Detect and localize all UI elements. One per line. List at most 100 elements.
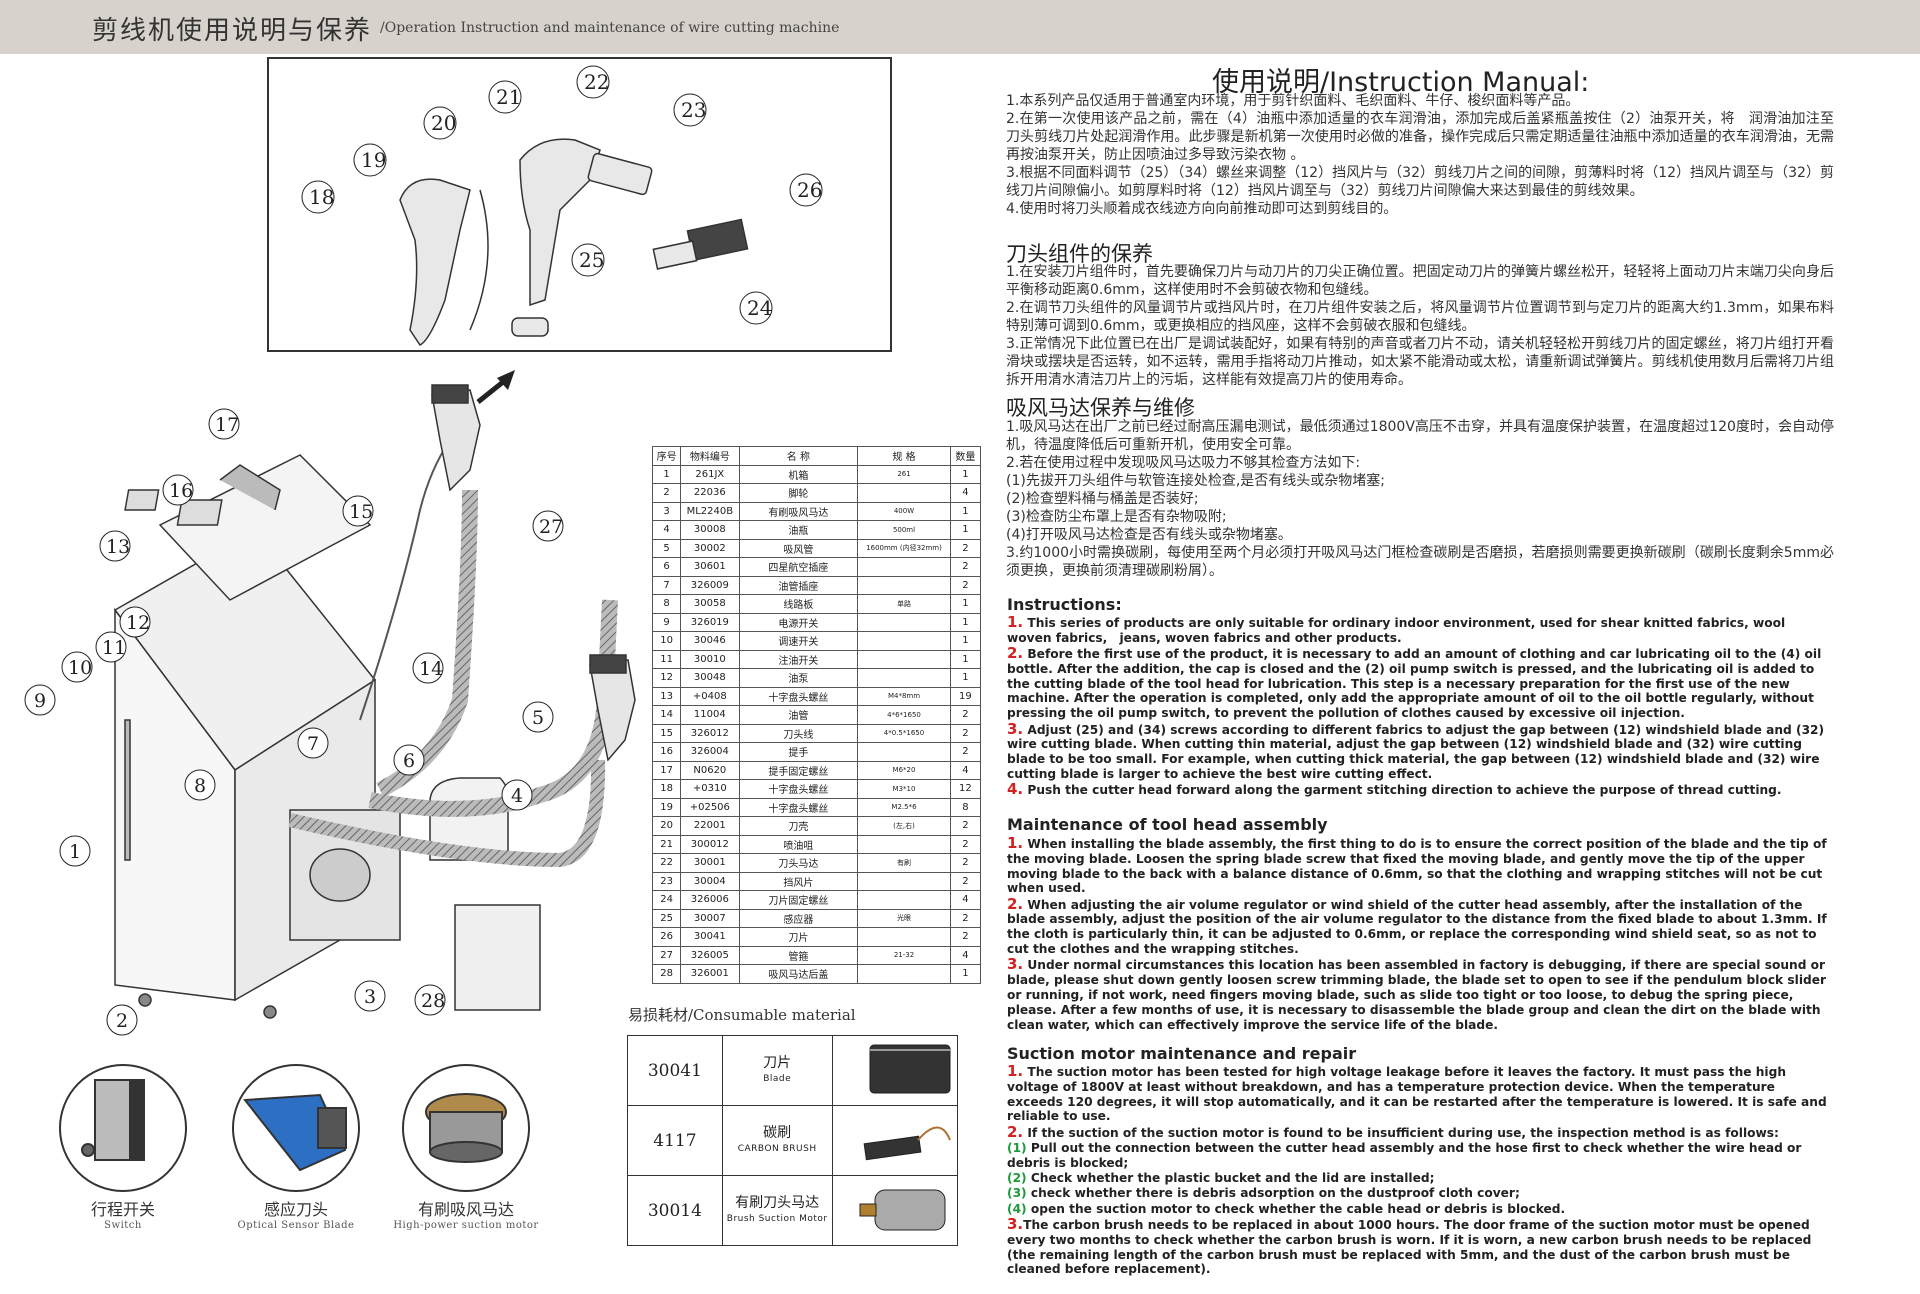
rear-cover	[454, 904, 541, 1011]
parts-header-spec: 规 格	[857, 446, 951, 466]
svg-text:5: 5	[532, 707, 544, 729]
svg-text:7: 7	[307, 733, 319, 755]
parts-cell-name: 刀片	[738, 927, 859, 947]
parts-cell-code: 30007	[680, 908, 740, 928]
parts-cell-name: 吸风马达后盖	[738, 964, 859, 984]
parts-cell-code: +0310	[680, 779, 740, 799]
parts-cell-code: 30041	[680, 927, 740, 947]
callout-1: 1	[59, 835, 91, 867]
svg-text:14: 14	[419, 658, 443, 680]
hose-left	[376, 489, 478, 798]
parts-cell-spec	[857, 964, 951, 984]
parts-cell-name: 管箍	[738, 945, 859, 965]
parts-cell-spec: 4*6*1650	[857, 705, 951, 725]
parts-cell-name: 十字盘头螺丝	[738, 686, 859, 706]
en-motor-3: 3.The carbon brush needs to be replaced …	[1007, 1214, 1812, 1277]
svg-text:4: 4	[511, 785, 523, 807]
parts-cell-no: 23	[651, 871, 682, 891]
parts-cell-spec: 4*0.5*1650	[857, 723, 951, 743]
parts-table-header: 序号 物料编号 名 称 规 格 数量	[651, 446, 982, 466]
parts-cell-qty: 2	[949, 927, 982, 947]
parts-cell-spec	[857, 927, 951, 947]
header-bar: 剪线机使用说明与保养 /Operation Instruction and ma…	[0, 0, 1920, 54]
parts-cell-no: 21	[651, 834, 682, 854]
parts-cell-name: 有刷吸风马达	[738, 501, 859, 521]
parts-cell-spec: M3*10	[857, 779, 951, 799]
svg-text:8: 8	[194, 775, 206, 797]
hose-bottom	[288, 759, 606, 868]
cn-usage-4: 4.使用时将刀头顺着成衣线迹方向向前推动即可达到剪线目的。	[1006, 201, 1398, 217]
parts-cell-qty: 4	[949, 945, 982, 965]
cutter-head-1	[431, 384, 481, 492]
svg-text:13: 13	[106, 536, 130, 558]
parts-cell-code: N0620	[680, 760, 740, 780]
parts-cell-name: 喷油咀	[738, 834, 859, 854]
parts-cell-code: 326009	[680, 575, 740, 595]
parts-cell-qty: 1	[949, 594, 982, 614]
parts-cell-no: 5	[651, 538, 682, 558]
parts-cell-spec: 单路	[857, 594, 951, 614]
en-blade-section: 1. When installing the blade assembly, t…	[1007, 836, 1832, 1033]
cn-blade-section: 1.在安装刀片组件时，首先要确保刀片与动刀片的刀尖正确位置。把固定动刀片的弹簧片…	[1006, 263, 1834, 389]
parts-cell-name: 油瓶	[738, 520, 859, 540]
en-instr-2: 2. Before the first use of the product, …	[1007, 644, 1822, 721]
svg-text:28: 28	[421, 990, 445, 1012]
parts-cell-spec	[857, 631, 951, 651]
parts-cell-spec	[857, 871, 951, 891]
parts-cell-name: 感应器	[738, 908, 859, 928]
svg-text:15: 15	[349, 501, 373, 523]
consumable-image-cell	[831, 1035, 959, 1106]
parts-cell-qty: 2	[949, 834, 982, 854]
cn-usage-1: 1.本系列产品仅适用于普通室内环境，用于剪针织面料、毛织面料、牛仔、梭织面料等产…	[1006, 93, 1580, 109]
cn-blade-1: 1.在安装刀片组件时，首先要确保刀片与动刀片的刀尖正确位置。把固定动刀片的弹簧片…	[1006, 264, 1834, 298]
consumable-code: 30041	[627, 1035, 723, 1106]
parts-cell-name: 刀壳	[738, 816, 859, 836]
callout-20: 20	[423, 106, 457, 140]
callout-24: 24	[739, 291, 773, 325]
en-instr-4: 4. Push the cutter head forward along th…	[1007, 780, 1782, 799]
callout-11: 11	[95, 631, 127, 663]
machine-diagram: 18 19 20 21 22 23 26 25 24	[24, 65, 951, 1231]
component-label-sensor-blade: 感应刀头 Optical Sensor Blade	[237, 1200, 355, 1231]
component-suction-motor	[402, 1064, 530, 1192]
parts-cell-name: 油管插座	[738, 575, 859, 595]
parts-header-code: 物料编号	[680, 446, 740, 466]
parts-cell-qty: 2	[949, 908, 982, 928]
cn-motor-7: 3.约1000小时需换碳刷，每使用至两个月必须打开吸风马达门框检查碳刷是否磨损，…	[1006, 545, 1834, 579]
en-motor-1: 1. The suction motor has been tested for…	[1007, 1062, 1827, 1124]
cn-motor-3: (1)先拔开刀头组件与软管连接处检查,是否有线头或杂物堵塞;	[1006, 473, 1385, 489]
svg-text:21: 21	[496, 85, 521, 109]
parts-cell-spec: 261	[857, 464, 951, 484]
parts-cell-no: 4	[651, 520, 682, 540]
parts-cell-name: 提手	[738, 742, 859, 762]
parts-cell-no: 27	[651, 945, 682, 965]
en-instr-title: Instructions:	[1007, 595, 1122, 614]
parts-cell-no: 26	[651, 927, 682, 947]
parts-cell-code: 326019	[680, 612, 740, 632]
parts-cell-code: +0408	[680, 686, 740, 706]
parts-cell-qty: 2	[949, 575, 982, 595]
en-motor-2: 2. If the suction of the suction motor i…	[1007, 1122, 1779, 1141]
parts-cell-qty: 8	[949, 797, 982, 817]
parts-cell-name: 十字盘头螺丝	[738, 797, 859, 817]
cn-blade-2: 2.在调节刀头组件的风量调节片或挡风片时，在刀片组件安装之后，将风量调节片位置调…	[1006, 300, 1834, 334]
parts-cell-code: 30004	[680, 871, 740, 891]
parts-cell-no: 13	[651, 686, 682, 706]
en-motor-check-4: (4) open the suction motor to check whet…	[1007, 1201, 1566, 1216]
svg-text:12: 12	[126, 612, 150, 634]
svg-text:22: 22	[584, 70, 609, 94]
